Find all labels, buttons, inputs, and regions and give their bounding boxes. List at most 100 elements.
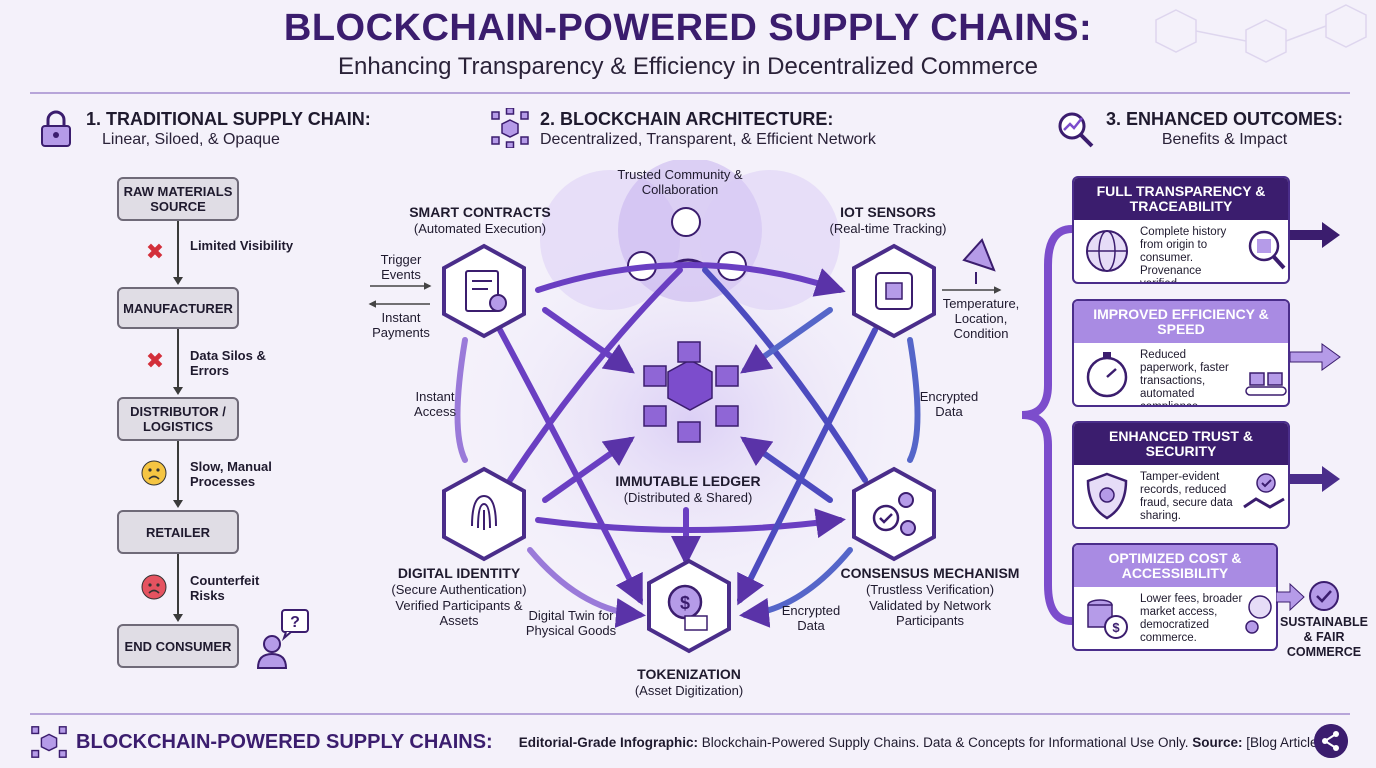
background-hex-pattern	[1155, 4, 1367, 63]
smart-contracts-title: SMART CONTRACTS	[409, 204, 551, 220]
outcome-text: Reduced paperwork, faster transactions, …	[1140, 349, 1229, 407]
search-box-icon	[1248, 230, 1286, 270]
digital-identity-node	[442, 466, 526, 562]
cross-icon: ✖	[145, 239, 165, 264]
step-distributor: DISTRIBUTOR / LOGISTICS	[117, 397, 239, 441]
svg-text:$: $	[1112, 620, 1120, 635]
globe-user-icon	[1245, 595, 1272, 634]
community-label: Trusted Community & Collaboration	[617, 167, 743, 197]
header: BLOCKCHAIN-POWERED SUPPLY CHAINS: Enhanc…	[0, 6, 1376, 82]
smart-contract-node	[442, 243, 526, 339]
section2-title: 2. BLOCKCHAIN ARCHITECTURE:	[540, 109, 834, 129]
section3-header: 3. ENHANCED OUTCOMES: Benefits & Impact	[1056, 108, 1343, 150]
globe-icon	[1086, 230, 1128, 272]
label-digital-twin: Digital Twin for Physical Goods	[525, 608, 617, 638]
handshake-check-icon	[1243, 473, 1285, 509]
outcome-card-efficiency: IMPROVED EFFICIENCY & SPEED Reduced pape…	[1072, 299, 1290, 407]
confused-consumer-icon: ?	[256, 609, 309, 669]
issue-data-silos: Data Silos & Errors	[190, 348, 266, 378]
satellite-dish-icon	[962, 238, 996, 284]
page-subtitle: Enhancing Transparency & Efficiency in D…	[338, 53, 1038, 80]
magnifier-growth-icon	[1058, 112, 1094, 148]
outcome-title: OPTIMIZED COST & ACCESSIBILITY	[1074, 545, 1276, 587]
consensus-sub: (Trustless Verification)	[865, 582, 995, 597]
smart-contracts-sub: (Automated Execution)	[413, 221, 547, 236]
consensus-note: Validated by Network Participants	[869, 598, 991, 628]
section3-title: 3. ENHANCED OUTCOMES:	[1106, 109, 1344, 129]
flow-arrow	[173, 387, 183, 395]
outcomes-brace	[1021, 225, 1073, 625]
check-circle-icon	[1309, 581, 1339, 611]
shield-icon	[1086, 472, 1128, 520]
section1-subtitle: Linear, Siloed, & Opaque	[102, 131, 280, 148]
identity-note: Verified Participants & Assets	[395, 598, 523, 628]
blockchain-network-diagram	[368, 160, 1002, 630]
coins-icon: $	[1087, 599, 1128, 639]
flow-arrow	[173, 614, 183, 622]
section2-header: 2. BLOCKCHAIN ARCHITECTURE: Decentralize…	[490, 108, 876, 150]
label-encrypted-data-2: Encrypted Data	[781, 603, 841, 633]
angry-face-icon	[141, 574, 167, 600]
issue-limited-visibility: Limited Visibility	[190, 238, 294, 253]
flow-line	[177, 329, 179, 387]
flow-line	[177, 221, 179, 277]
section2-subtitle: Decentralized, Transparent, & Efficient …	[540, 131, 876, 148]
person-icon	[671, 207, 701, 237]
conveyor-icon	[1245, 372, 1287, 396]
tokenization-title: TOKENIZATION	[637, 666, 741, 682]
share-icon[interactable]	[1314, 724, 1348, 758]
consensus-title: CONSENSUS MECHANISM	[840, 565, 1020, 581]
step-end-consumer: END CONSUMER	[117, 624, 239, 668]
lock-icon	[41, 110, 71, 147]
consensus-node	[852, 466, 936, 562]
outcome-title: FULL TRANSPARENCY & TRACEABILITY	[1074, 178, 1288, 220]
frown-face-icon	[141, 460, 167, 486]
outcome-arrow-small	[1276, 582, 1305, 612]
header-divider	[30, 92, 1350, 94]
identity-sub: (Secure Authentication)	[391, 582, 527, 597]
ledger-title: IMMUTABLE LEDGER	[615, 473, 761, 489]
outcome-text: Tamper-evident records, reduced fraud, s…	[1140, 471, 1233, 522]
outcome-card-transparency: FULL TRANSPARENCY & TRACEABILITY Complet…	[1072, 176, 1290, 284]
label-instant-access: Instant Access	[414, 389, 456, 419]
section3-subtitle: Benefits & Impact	[1161, 131, 1288, 148]
outcome-title: IMPROVED EFFICIENCY & SPEED	[1074, 301, 1288, 343]
iot-sensors-sub: (Real-time Tracking)	[829, 221, 947, 236]
footer: BLOCKCHAIN-POWERED SUPPLY CHAINS: Editor…	[30, 720, 1350, 764]
label-environment: Temperature, Location, Condition	[942, 296, 1020, 341]
label-instant-payments: Instant Payments	[372, 310, 430, 340]
step-raw-materials: RAW MATERIALS SOURCE	[117, 177, 239, 221]
final-outcome-label: SUSTAINABLE & FAIR COMMERCE	[1280, 615, 1368, 659]
outcome-card-trust: ENHANCED TRUST & SECURITY Tamper-evident…	[1072, 421, 1290, 529]
label-trigger-events: Trigger Events	[380, 252, 422, 282]
outcome-arrow	[1290, 466, 1340, 492]
flow-line	[177, 554, 179, 614]
network-cube-icon	[491, 108, 529, 148]
step-retailer: RETAILER	[117, 510, 239, 554]
flow-arrow	[173, 277, 183, 285]
page-title: BLOCKCHAIN-POWERED SUPPLY CHAINS:	[283, 7, 1093, 49]
outcome-arrow	[1290, 343, 1341, 371]
flow-arrow	[173, 500, 183, 508]
section1-title: 1. TRADITIONAL SUPPLY CHAIN:	[86, 109, 371, 129]
section1-header: 1. TRADITIONAL SUPPLY CHAIN: Linear, Sil…	[36, 108, 371, 150]
iot-sensor-node	[852, 243, 936, 339]
svg-text:?: ?	[290, 614, 300, 631]
footer-cube-icon	[31, 726, 67, 758]
svg-text:$: $	[680, 593, 690, 613]
stopwatch-icon	[1086, 352, 1128, 398]
iot-sensors-title: IOT SENSORS	[840, 204, 936, 220]
issue-slow-manual: Slow, Manual Processes	[190, 459, 272, 489]
tokenization-node: $	[647, 558, 731, 654]
footer-note: Editorial-Grade Infographic: Blockchain-…	[518, 734, 1322, 750]
outcome-card-cost: OPTIMIZED COST & ACCESSIBILITY $ Lower f…	[1072, 543, 1278, 651]
ledger-sub: (Distributed & Shared)	[623, 490, 753, 505]
footer-title: BLOCKCHAIN-POWERED SUPPLY CHAINS:	[76, 730, 493, 753]
step-manufacturer: MANUFACTURER	[117, 287, 239, 329]
tokenization-sub: (Asset Digitization)	[634, 683, 744, 698]
footer-divider	[30, 713, 1350, 715]
identity-title: DIGITAL IDENTITY	[397, 565, 521, 581]
label-encrypted-data-1: Encrypted Data	[919, 389, 979, 419]
outcome-text: Lower fees, broader market access, democ…	[1140, 593, 1243, 644]
flow-line	[177, 441, 179, 500]
